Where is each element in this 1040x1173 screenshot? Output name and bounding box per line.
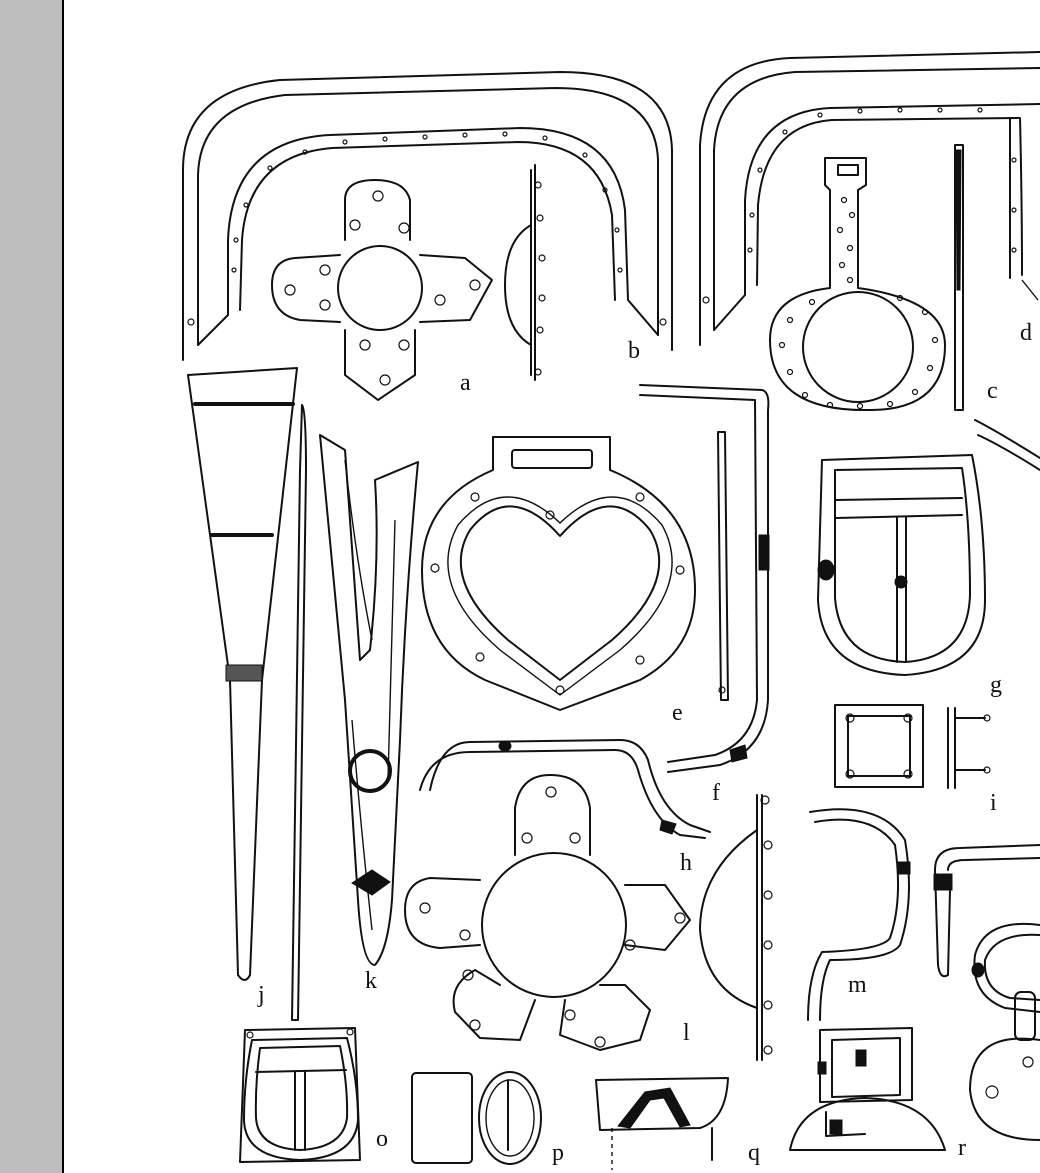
- square-plaque-i: [834, 704, 924, 788]
- label-i: i: [990, 790, 997, 816]
- chain-rings: [969, 922, 1040, 1141]
- label-q: q: [748, 1140, 760, 1166]
- buckle-g: [817, 419, 1040, 676]
- plaque-profile-i: [947, 707, 991, 789]
- buckle-r: [789, 1027, 946, 1151]
- label-e: e: [672, 700, 683, 726]
- buckle-o: [239, 1027, 361, 1163]
- label-j: j: [257, 982, 265, 1008]
- heart-pendant-e: [421, 436, 696, 711]
- pendant-profile-c: [954, 144, 964, 411]
- rosette-profile-l: [699, 794, 773, 1061]
- tapered-tool-j: [187, 367, 307, 1021]
- arch-strap-c: [699, 51, 1040, 346]
- curved-hook-m: [807, 808, 911, 1021]
- edge-strap: [933, 844, 1040, 978]
- label-p: p: [552, 1140, 564, 1166]
- arch-strap-a: [182, 71, 673, 361]
- label-m: m: [848, 972, 867, 998]
- plate-p: [411, 1071, 542, 1165]
- label-h: h: [680, 850, 692, 876]
- bent-strap-h: [419, 739, 711, 839]
- fitting-q: [595, 1077, 729, 1170]
- rosette-l: [404, 774, 691, 1051]
- label-d: d: [1020, 320, 1032, 346]
- label-o: o: [376, 1126, 388, 1152]
- antler-tool-k: [319, 434, 419, 966]
- heart-profile-e: [717, 431, 729, 701]
- figure-labels: a b c d e f g h i j k l m o p q r: [257, 320, 1032, 1166]
- rosette-a: [271, 179, 493, 401]
- label-b: b: [628, 338, 640, 364]
- label-g: g: [990, 672, 1002, 698]
- label-k: k: [365, 968, 377, 994]
- hook-strap-f: [639, 384, 770, 773]
- label-a: a: [460, 370, 471, 396]
- label-c: c: [987, 378, 998, 404]
- pendant-c: [769, 157, 946, 412]
- label-f: f: [712, 780, 720, 806]
- rosette-profile-b: [504, 164, 546, 381]
- label-r: r: [958, 1135, 966, 1161]
- label-l: l: [683, 1020, 690, 1046]
- left-margin-bar: [0, 0, 64, 1173]
